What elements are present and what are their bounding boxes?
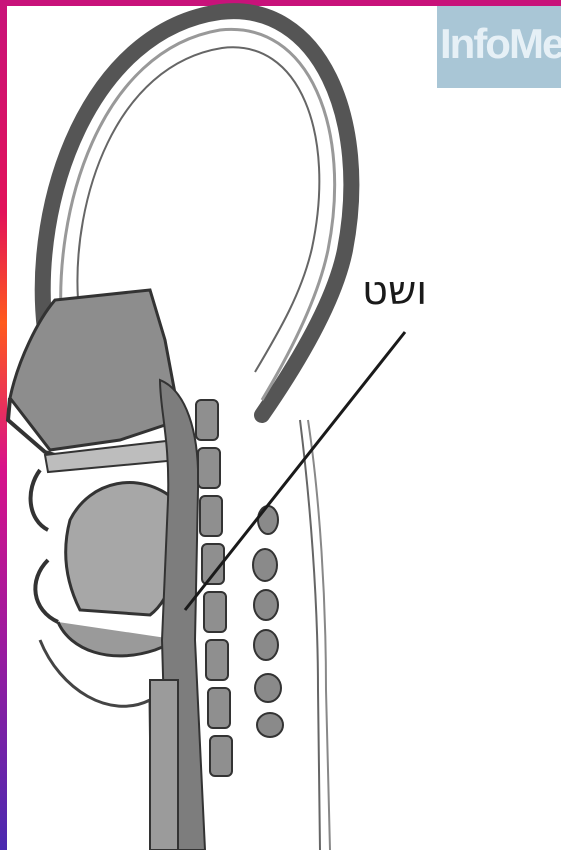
watermark-text: InfoMed xyxy=(440,20,561,68)
upper-lip xyxy=(31,470,48,530)
trachea xyxy=(150,680,178,850)
tongue xyxy=(66,483,178,615)
spinous-processes xyxy=(253,506,283,737)
esophagus-label: ושט xyxy=(362,268,427,314)
infomed-watermark-logo: InfoMed xyxy=(437,6,561,88)
chin-neck-outline xyxy=(40,640,152,850)
lower-lip xyxy=(35,560,58,622)
nasal-cavity xyxy=(10,290,180,450)
